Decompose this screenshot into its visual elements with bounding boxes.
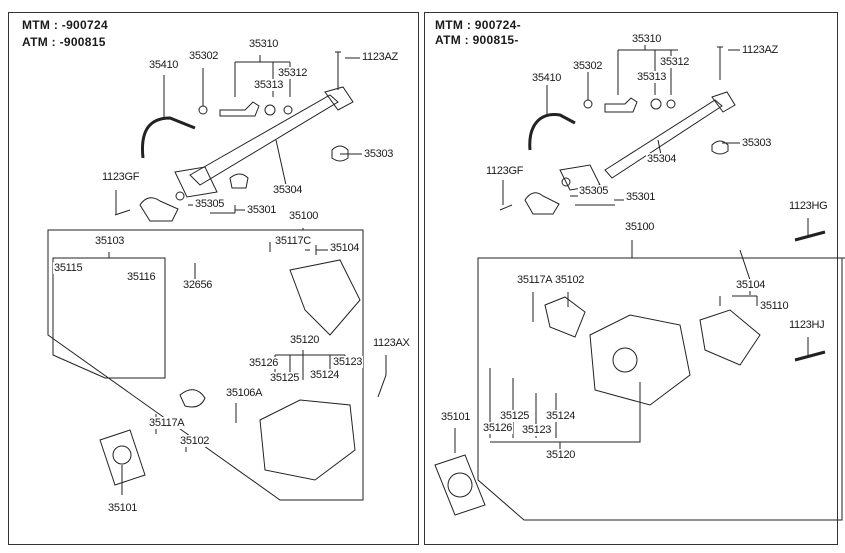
part-label: 35120 [289,334,321,346]
atm-range-early: ATM : -900815 [22,35,106,49]
part-label: 35104 [329,242,361,254]
mtm-range-late: MTM : 900724- [435,18,521,32]
part-label: 35124 [309,369,341,381]
throttle-body-left [259,399,356,481]
fuel-rail-left [174,86,354,198]
part-label: 35301 [625,191,657,203]
part-label: 1123GF [485,165,525,177]
part-label: 35410 [531,72,563,84]
atm-range-late: ATM : 900815- [435,33,519,47]
part-label: 1123GF [101,171,141,183]
part-label: 35106A [225,387,264,399]
part-label: 35303 [741,137,773,149]
throttle-body-right [589,314,691,406]
fuel-rail-right [559,91,736,191]
part-label: 35101 [440,411,472,423]
leaders-left [47,55,387,501]
injector-left [219,101,260,117]
part-label: 35312 [659,56,691,68]
oring-35305 [175,191,185,201]
regulator-35301 [139,197,179,222]
insulator-35303 [331,145,349,162]
part-label: 35302 [572,60,604,72]
part-label: 35126 [482,422,514,434]
part-label: 35124 [545,410,577,422]
part-label: 35115 [53,262,84,274]
oring-35313 [264,104,276,116]
part-label: 1123AX [372,337,411,349]
part-label: 35117A [148,417,186,429]
part-label: 35123 [521,424,553,436]
part-label: 1123AZ [361,51,399,63]
part-label: 35312 [277,67,309,79]
part-label: 35125 [499,410,531,422]
part-label: 35102 [554,274,586,286]
seal-35302 [198,105,208,115]
part-label: 35103 [94,235,126,247]
part-label: 35126 [248,357,280,369]
isc-35104-left [289,259,361,336]
isc-35104-right [699,309,761,366]
part-label: 35125 [269,372,301,384]
tps-35102 [179,389,206,408]
part-label: 35305 [194,198,226,210]
part-label: 32656 [182,279,214,291]
part-label: 1123AZ [741,44,779,56]
part-label: 35110 [759,300,790,312]
part-label: 35117A [516,274,554,286]
part-label: 1123HG [788,200,829,212]
part-label: 35120 [545,449,577,461]
mtm-range-early: MTM : -900724 [22,18,108,32]
part-label: 35304 [272,184,304,196]
part-label: 35301 [246,204,278,216]
part-label: 35310 [248,38,280,50]
part-label: 35304 [646,153,678,165]
part-label: 35313 [253,79,285,91]
part-label: 35100 [624,221,656,233]
part-label: 35123 [332,356,364,368]
hose-35410 [140,116,196,159]
part-label: 35104 [735,279,767,291]
gasket-35101-right [434,454,486,516]
diagram-panel-early [8,12,419,545]
part-label: 35100 [288,210,320,222]
part-label: 35302 [188,50,220,62]
part-label: 35117C [274,235,312,247]
part-label: 1123HJ [788,319,826,331]
part-label: 35303 [363,148,395,160]
bolt-1123AZ [335,51,341,90]
part-label: 35102 [179,435,211,447]
leaders-right [454,45,845,521]
part-label: 35313 [636,71,668,83]
part-label: 35310 [631,33,663,45]
part-label: 35101 [107,502,139,514]
part-label: 35305 [578,185,610,197]
hose-35410-right [528,113,576,151]
oring-35312 [283,105,293,115]
diagram-panel-late [424,12,838,545]
bolt-1123GF [114,209,131,216]
part-label: 35410 [148,59,180,71]
tps-35102-right [544,296,586,338]
part-label: 35116 [126,271,157,283]
gasket-35101 [99,429,146,486]
